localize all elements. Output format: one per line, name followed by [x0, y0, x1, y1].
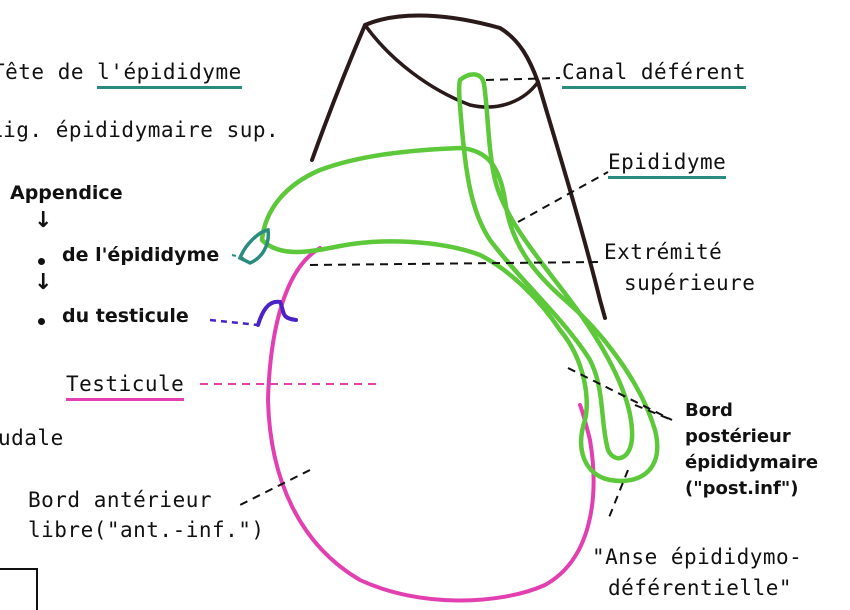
- label-extremite-1: Extrémité: [604, 240, 722, 264]
- leader-lines: [240, 78, 672, 520]
- label-testicule: Testicule: [66, 372, 184, 401]
- label-bord-post-1: Bord: [685, 400, 733, 421]
- label-tete-underlined: l'épididyme: [97, 60, 242, 89]
- leader-bord-ant: [240, 470, 310, 505]
- leader-extremite: [310, 262, 600, 265]
- label-epididyme: Epididyme: [608, 150, 726, 179]
- label-bord-ant-2: libre("ant.-inf."): [28, 518, 265, 542]
- label-lig: Lig. épididymaire sup.: [0, 118, 279, 142]
- leader-epididyme: [518, 172, 608, 222]
- label-caudale: udale: [0, 426, 64, 450]
- arrow-down-icon: ↓: [34, 208, 52, 233]
- label-bord-ant-1: Bord antérieur: [28, 488, 212, 512]
- bullet-dot: [38, 258, 45, 265]
- label-bord-post-4: ("post.inf"): [685, 478, 798, 499]
- label-bord-post-2: postérieur: [685, 426, 791, 447]
- label-appendice: Appendice: [10, 182, 123, 204]
- label-anse-1: "Anse épididymo-: [592, 545, 802, 569]
- label-extremite-2: supérieure: [624, 271, 755, 295]
- epididymis-outline: [262, 148, 657, 481]
- label-app-test: du testicule: [62, 305, 189, 327]
- leader-canal: [486, 78, 560, 80]
- label-app-epid: de l'épididyme: [62, 244, 219, 266]
- label-canal: Canal déférent: [562, 60, 746, 89]
- leader-app-test: [210, 320, 258, 325]
- arrow-down-icon: ↓: [34, 270, 52, 295]
- bullet-dot: [38, 318, 45, 325]
- label-anse-2: déférentielle": [608, 576, 792, 600]
- label-bord-post-3: épididymaire: [685, 452, 818, 473]
- vas-deferens-outline: [459, 74, 632, 458]
- label-tete-prefix: Tête de: [0, 60, 97, 84]
- box-fragment: [0, 568, 38, 610]
- label-tete: Tête de l'épididyme: [0, 60, 242, 84]
- leader-bord-post-2: [635, 405, 672, 420]
- leader-anse: [608, 470, 628, 520]
